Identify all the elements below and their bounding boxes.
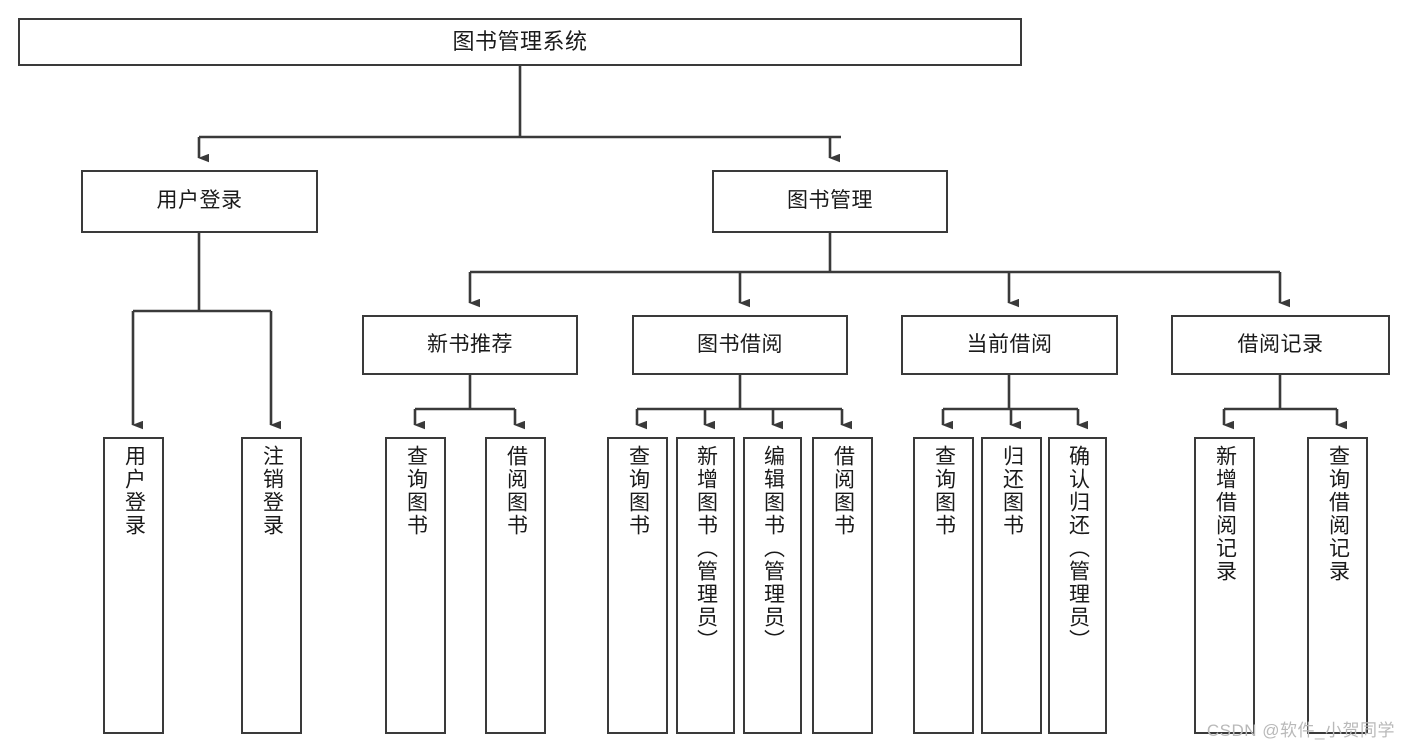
leaf-add-borrow-record[interactable]: 新增借阅记录 xyxy=(1194,437,1255,734)
leaf-query-book-borrow[interactable]: 查询图书 xyxy=(607,437,668,734)
leaf-add-book-admin[interactable]: 新增图书（管理员） xyxy=(676,437,735,734)
node-label: 新增图书（管理员） xyxy=(694,445,718,652)
node-book-management[interactable]: 图书管理 xyxy=(712,170,948,233)
node-label: 借阅图书 xyxy=(504,445,528,537)
node-root-book-management-system[interactable]: 图书管理系统 xyxy=(18,18,1022,66)
node-new-book-recommendation[interactable]: 新书推荐 xyxy=(362,315,578,375)
node-label: 查询图书 xyxy=(404,445,428,537)
node-label: 图书管理系统 xyxy=(452,29,588,55)
node-label: 当前借阅 xyxy=(966,332,1053,356)
node-label: 查询借阅记录 xyxy=(1326,445,1350,583)
node-label: 图书借阅 xyxy=(697,332,783,356)
leaf-borrow-book[interactable]: 借阅图书 xyxy=(812,437,873,734)
node-label: 新书推荐 xyxy=(427,332,513,356)
leaf-borrow-book-newbook[interactable]: 借阅图书 xyxy=(485,437,546,734)
node-label: 图书管理 xyxy=(787,189,873,213)
node-label: 用户登录 xyxy=(122,445,146,537)
node-book-borrow[interactable]: 图书借阅 xyxy=(632,315,848,375)
node-label: 归还图书 xyxy=(1000,445,1024,537)
watermark-text: CSDN @软件_小贺同学 xyxy=(1206,721,1395,740)
node-label: 注销登录 xyxy=(260,445,284,537)
node-label: 查询图书 xyxy=(932,445,956,537)
node-label: 借阅图书 xyxy=(831,445,855,537)
leaf-edit-book-admin[interactable]: 编辑图书（管理员） xyxy=(743,437,802,734)
node-label: 用户登录 xyxy=(156,189,243,213)
node-label: 确认归还（管理员） xyxy=(1066,445,1090,652)
node-label: 编辑图书（管理员） xyxy=(761,445,785,652)
leaf-query-book-newbook[interactable]: 查询图书 xyxy=(385,437,446,734)
node-label: 新增借阅记录 xyxy=(1213,445,1237,583)
node-borrow-record[interactable]: 借阅记录 xyxy=(1171,315,1390,375)
leaf-logout[interactable]: 注销登录 xyxy=(241,437,302,734)
node-label: 借阅记录 xyxy=(1237,332,1324,356)
leaf-query-borrow-record[interactable]: 查询借阅记录 xyxy=(1307,437,1368,734)
leaf-return-book[interactable]: 归还图书 xyxy=(981,437,1042,734)
node-current-borrow[interactable]: 当前借阅 xyxy=(901,315,1118,375)
node-label: 查询图书 xyxy=(626,445,650,537)
leaf-query-book-current[interactable]: 查询图书 xyxy=(913,437,974,734)
leaf-user-login[interactable]: 用户登录 xyxy=(103,437,164,734)
node-user-login[interactable]: 用户登录 xyxy=(81,170,318,233)
leaf-confirm-return-admin[interactable]: 确认归还（管理员） xyxy=(1048,437,1107,734)
